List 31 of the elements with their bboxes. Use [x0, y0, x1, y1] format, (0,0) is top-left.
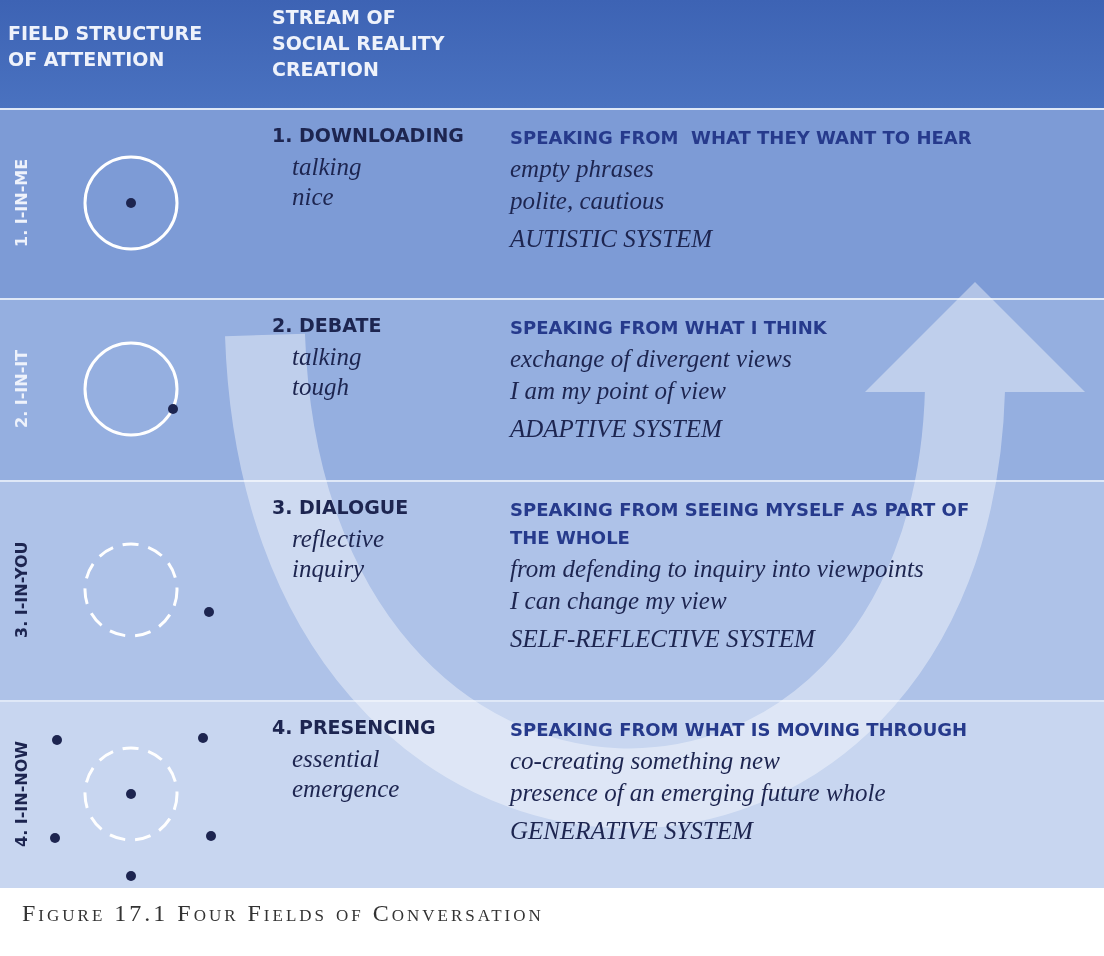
system-type: SELF-REFLECTIVE SYSTEM	[510, 624, 817, 654]
description-line: from defending to inquiry into viewpoints	[510, 554, 925, 584]
description-line: empty phrases	[510, 154, 655, 184]
speaking-heading: SPEAKING FROM WHAT THEY WANT TO HEAR	[510, 126, 973, 150]
system-type: ADAPTIVE SYSTEM	[510, 414, 724, 444]
speaking-heading: SPEAKING FROM WHAT IS MOVING THROUGH	[510, 718, 969, 742]
speaking-heading: SPEAKING FROM SEEING MYSELF AS PART OF THE WHOLE	[510, 498, 971, 550]
caption: Figure 17.1 Four Fields of Conversation	[22, 900, 545, 927]
row-label: 3. I-IN-YOU	[12, 540, 31, 641]
system-type: GENERATIVE SYSTEM	[510, 816, 755, 846]
stage-description: reflective inquiry	[292, 524, 386, 584]
stage-description: talking nice	[292, 152, 363, 212]
description-line: presence of an emerging future whole	[510, 778, 887, 808]
system-type: AUTISTIC SYSTEM	[510, 224, 714, 254]
stage-heading: 2. DEBATE	[272, 314, 383, 336]
description-line: polite, cautious	[510, 186, 666, 216]
stage-description: essential emergence	[292, 744, 401, 804]
stage-heading: 3. DIALOGUE	[272, 496, 410, 518]
row-label: 2. I-IN-IT	[12, 348, 31, 431]
column-heading: STREAM OF SOCIAL REALITY CREATION	[272, 5, 446, 82]
description-line: exchange of divergent views	[510, 344, 793, 374]
stage-description: talking tough	[292, 342, 363, 402]
stage-heading: 4. PRESENCING	[272, 716, 437, 738]
column-heading: FIELD STRUCTURE OF ATTENTION	[8, 21, 204, 72]
row-label: 1. I-IN-ME	[12, 157, 31, 250]
stage-heading: 1. DOWNLOADING	[272, 124, 465, 146]
description-line: co-creating something new	[510, 746, 781, 776]
description-line: I can change my view	[510, 586, 728, 616]
row-label: 4. I-IN-NOW	[12, 740, 31, 849]
speaking-heading: SPEAKING FROM WHAT I THINK	[510, 316, 828, 340]
description-line: I am my point of view	[510, 376, 727, 406]
